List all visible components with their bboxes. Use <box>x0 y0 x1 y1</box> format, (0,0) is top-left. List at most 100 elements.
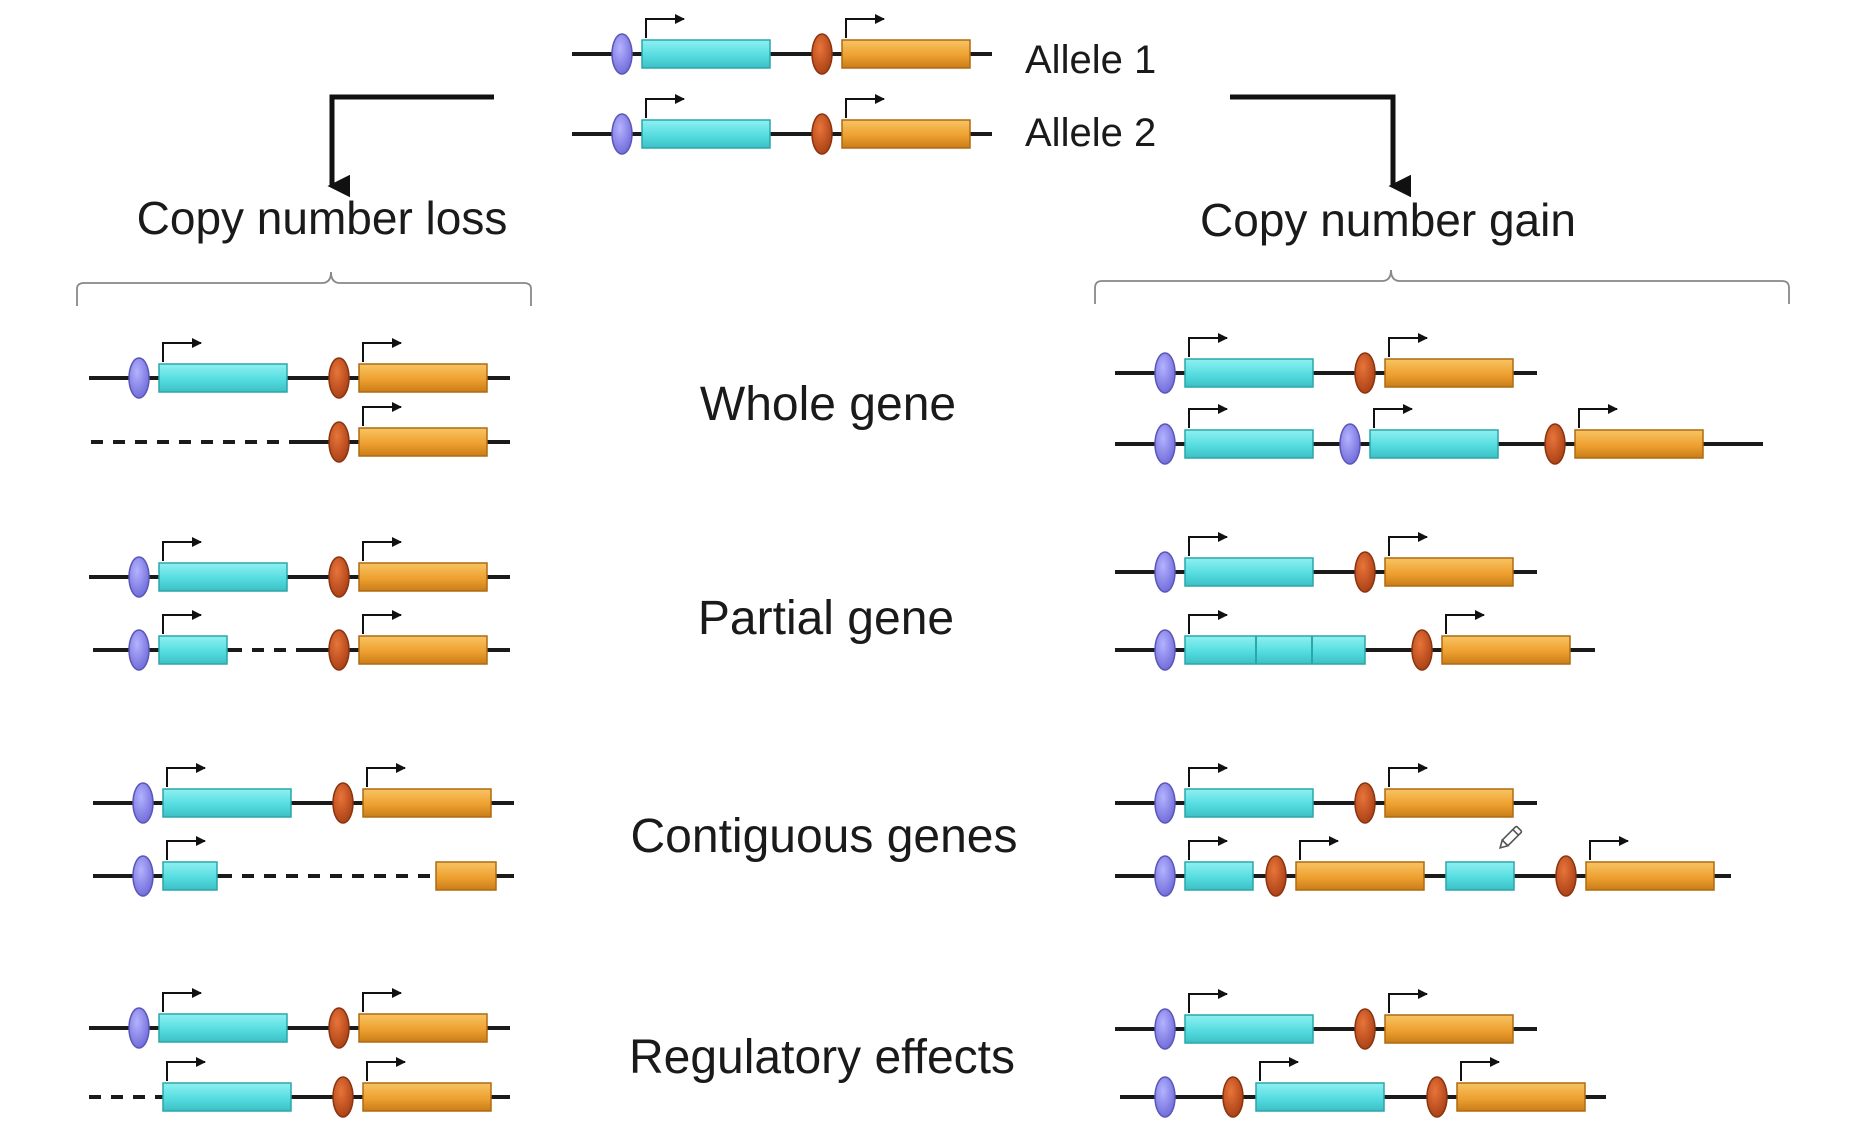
gene-b-orange <box>841 119 971 149</box>
regulator-element-purple <box>1154 629 1176 671</box>
copy-number-loss-heading: Copy number loss <box>137 192 508 244</box>
gene-a-cyan <box>1369 429 1499 459</box>
regulator-element-rust <box>811 33 833 75</box>
transcription-start-arrow <box>1188 836 1228 860</box>
gene-a-cyan <box>1184 358 1314 388</box>
regulator-element-rust <box>332 782 354 824</box>
gene-a-cyan <box>158 562 288 592</box>
transcription-start-arrow <box>362 610 402 634</box>
regulator-element-purple <box>128 629 150 671</box>
allele-2-label: Allele 2 <box>1025 111 1156 155</box>
regulator-element-rust <box>1354 551 1376 593</box>
transcription-start-arrow <box>1259 1057 1299 1081</box>
branch-arrows <box>327 94 1411 198</box>
regulator-element-rust <box>328 556 350 598</box>
transcription-start-arrow <box>162 537 202 561</box>
loss-contiguous-genes-allele-1 <box>93 763 514 824</box>
row-label-regulatory-effects: Regulatory effects <box>629 1031 1015 1084</box>
regulator-element-purple <box>1154 352 1176 394</box>
transcription-start-arrow <box>1589 836 1629 860</box>
transcription-start-arrow <box>1445 610 1485 634</box>
regulator-element-purple <box>611 33 633 75</box>
gene-b-orange <box>358 363 488 393</box>
gain-brace <box>1094 269 1790 304</box>
loss-whole-gene-allele-1 <box>89 338 510 399</box>
regulator-element-purple <box>128 357 150 399</box>
gene-a-cyan <box>1184 557 1314 587</box>
gene-b-orange <box>1456 1082 1586 1112</box>
gene-b-orange <box>1441 635 1571 665</box>
loss-whole-gene-allele-2 <box>91 402 510 463</box>
gene-a-cyan <box>1184 429 1314 459</box>
transcription-start-arrow <box>362 988 402 1012</box>
transcription-start-arrow <box>362 338 402 362</box>
loss-contiguous-genes-allele-2 <box>93 836 514 897</box>
transcription-start-arrow <box>366 1057 406 1081</box>
transcription-start-arrow <box>1578 404 1618 428</box>
regulator-element-purple <box>1154 855 1176 897</box>
gene-b-orange <box>841 39 971 69</box>
regulator-element-rust <box>328 1007 350 1049</box>
gene-a-cyan <box>162 788 292 818</box>
gene-b-orange <box>1384 557 1514 587</box>
gene-b-orange <box>1384 358 1514 388</box>
regulator-element-rust <box>1354 1008 1376 1050</box>
transcription-start-arrow <box>166 1057 206 1081</box>
transcription-start-arrow <box>1388 532 1428 556</box>
gene-a-cyan <box>1184 635 1366 665</box>
gene-a-cyan <box>158 363 288 393</box>
gain-regulatory-effects-allele-1 <box>1115 989 1537 1050</box>
regulator-element-purple <box>611 113 633 155</box>
regulator-element-purple <box>1154 551 1176 593</box>
regulator-element-rust <box>1354 782 1376 824</box>
regulator-element-purple <box>128 556 150 598</box>
transcription-start-arrow <box>1188 989 1228 1013</box>
loss-regulatory-effects-allele-1 <box>89 988 510 1049</box>
gain-whole-gene-allele-1 <box>1115 333 1537 394</box>
gene-a-cyan <box>162 861 218 891</box>
regulator-element-purple <box>132 855 154 897</box>
gene-b-orange <box>1585 861 1715 891</box>
allele-1-construct <box>572 14 992 75</box>
gene-b-orange <box>1574 429 1704 459</box>
gene-b-orange <box>435 861 497 891</box>
regulator-element-rust <box>1544 423 1566 465</box>
loss-branch-arrow <box>327 94 494 198</box>
regulator-element-purple <box>1154 782 1176 824</box>
transcription-start-arrow <box>1373 404 1413 428</box>
gene-a-cyan <box>1184 1014 1314 1044</box>
regulator-element-rust <box>1354 352 1376 394</box>
gain-regulatory-effects-allele-2 <box>1120 1057 1606 1118</box>
gene-a-cyan <box>162 1082 292 1112</box>
gene-b-orange <box>362 788 492 818</box>
regulator-element-purple <box>132 782 154 824</box>
pencil-cursor-icon <box>1498 825 1523 850</box>
transcription-start-arrow <box>645 14 685 38</box>
gain-contiguous-genes-allele-2 <box>1115 836 1731 897</box>
transcription-start-arrow <box>362 537 402 561</box>
transcription-start-arrow <box>1460 1057 1500 1081</box>
transcription-start-arrow <box>1188 532 1228 556</box>
allele-2-construct <box>572 94 992 155</box>
gene-a-cyan <box>158 635 228 665</box>
gene-b-orange <box>1384 1014 1514 1044</box>
transcription-start-arrow <box>1188 404 1228 428</box>
regulator-element-rust <box>328 629 350 671</box>
gene-b-orange <box>1295 861 1425 891</box>
regulator-element-rust <box>328 357 350 399</box>
gain-branch-arrow <box>1230 94 1411 198</box>
gene-b-orange <box>358 1013 488 1043</box>
gain-contiguous-genes-allele-1 <box>1115 763 1537 824</box>
gene-b-orange <box>358 562 488 592</box>
regulator-element-purple <box>128 1007 150 1049</box>
regulator-element-purple <box>1154 1008 1176 1050</box>
regulator-element-purple <box>1154 1076 1176 1118</box>
gene-a-cyan <box>1255 1082 1385 1112</box>
gain-whole-gene-allele-2 <box>1115 404 1763 465</box>
gene-b-orange <box>358 635 488 665</box>
gain-partial-gene-allele-2 <box>1115 610 1595 671</box>
gene-b-orange <box>362 1082 492 1112</box>
row-label-whole-gene: Whole gene <box>700 378 956 431</box>
transcription-start-arrow <box>1188 610 1228 634</box>
